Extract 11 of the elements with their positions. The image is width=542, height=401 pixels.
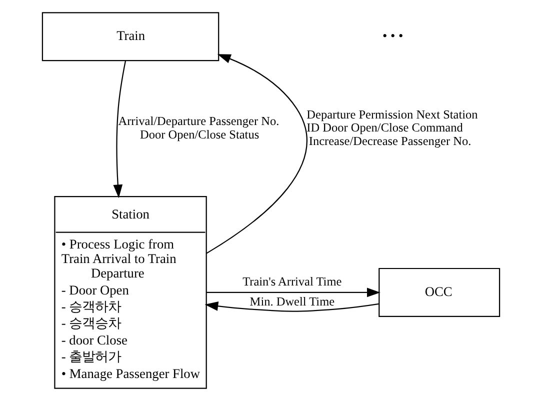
edge-label: Arrival/Departure Passenger No. Door Open/Close Status	[118, 114, 280, 142]
node-box: Train	[42, 12, 220, 62]
edge-label: Train's Arrival Time	[242, 274, 342, 289]
edge-label: Min. Dwell Time	[250, 294, 335, 309]
arrow	[206, 54, 308, 254]
arrow	[204, 302, 379, 312]
arrow	[113, 60, 126, 198]
arrow	[206, 288, 380, 298]
label: • • •	[382, 28, 404, 44]
node-box: OCC	[378, 268, 500, 317]
edge-label: Departure Permission Next Station ID Door Open/Close Command Increase/Decrease Passenger No.	[306, 107, 478, 148]
